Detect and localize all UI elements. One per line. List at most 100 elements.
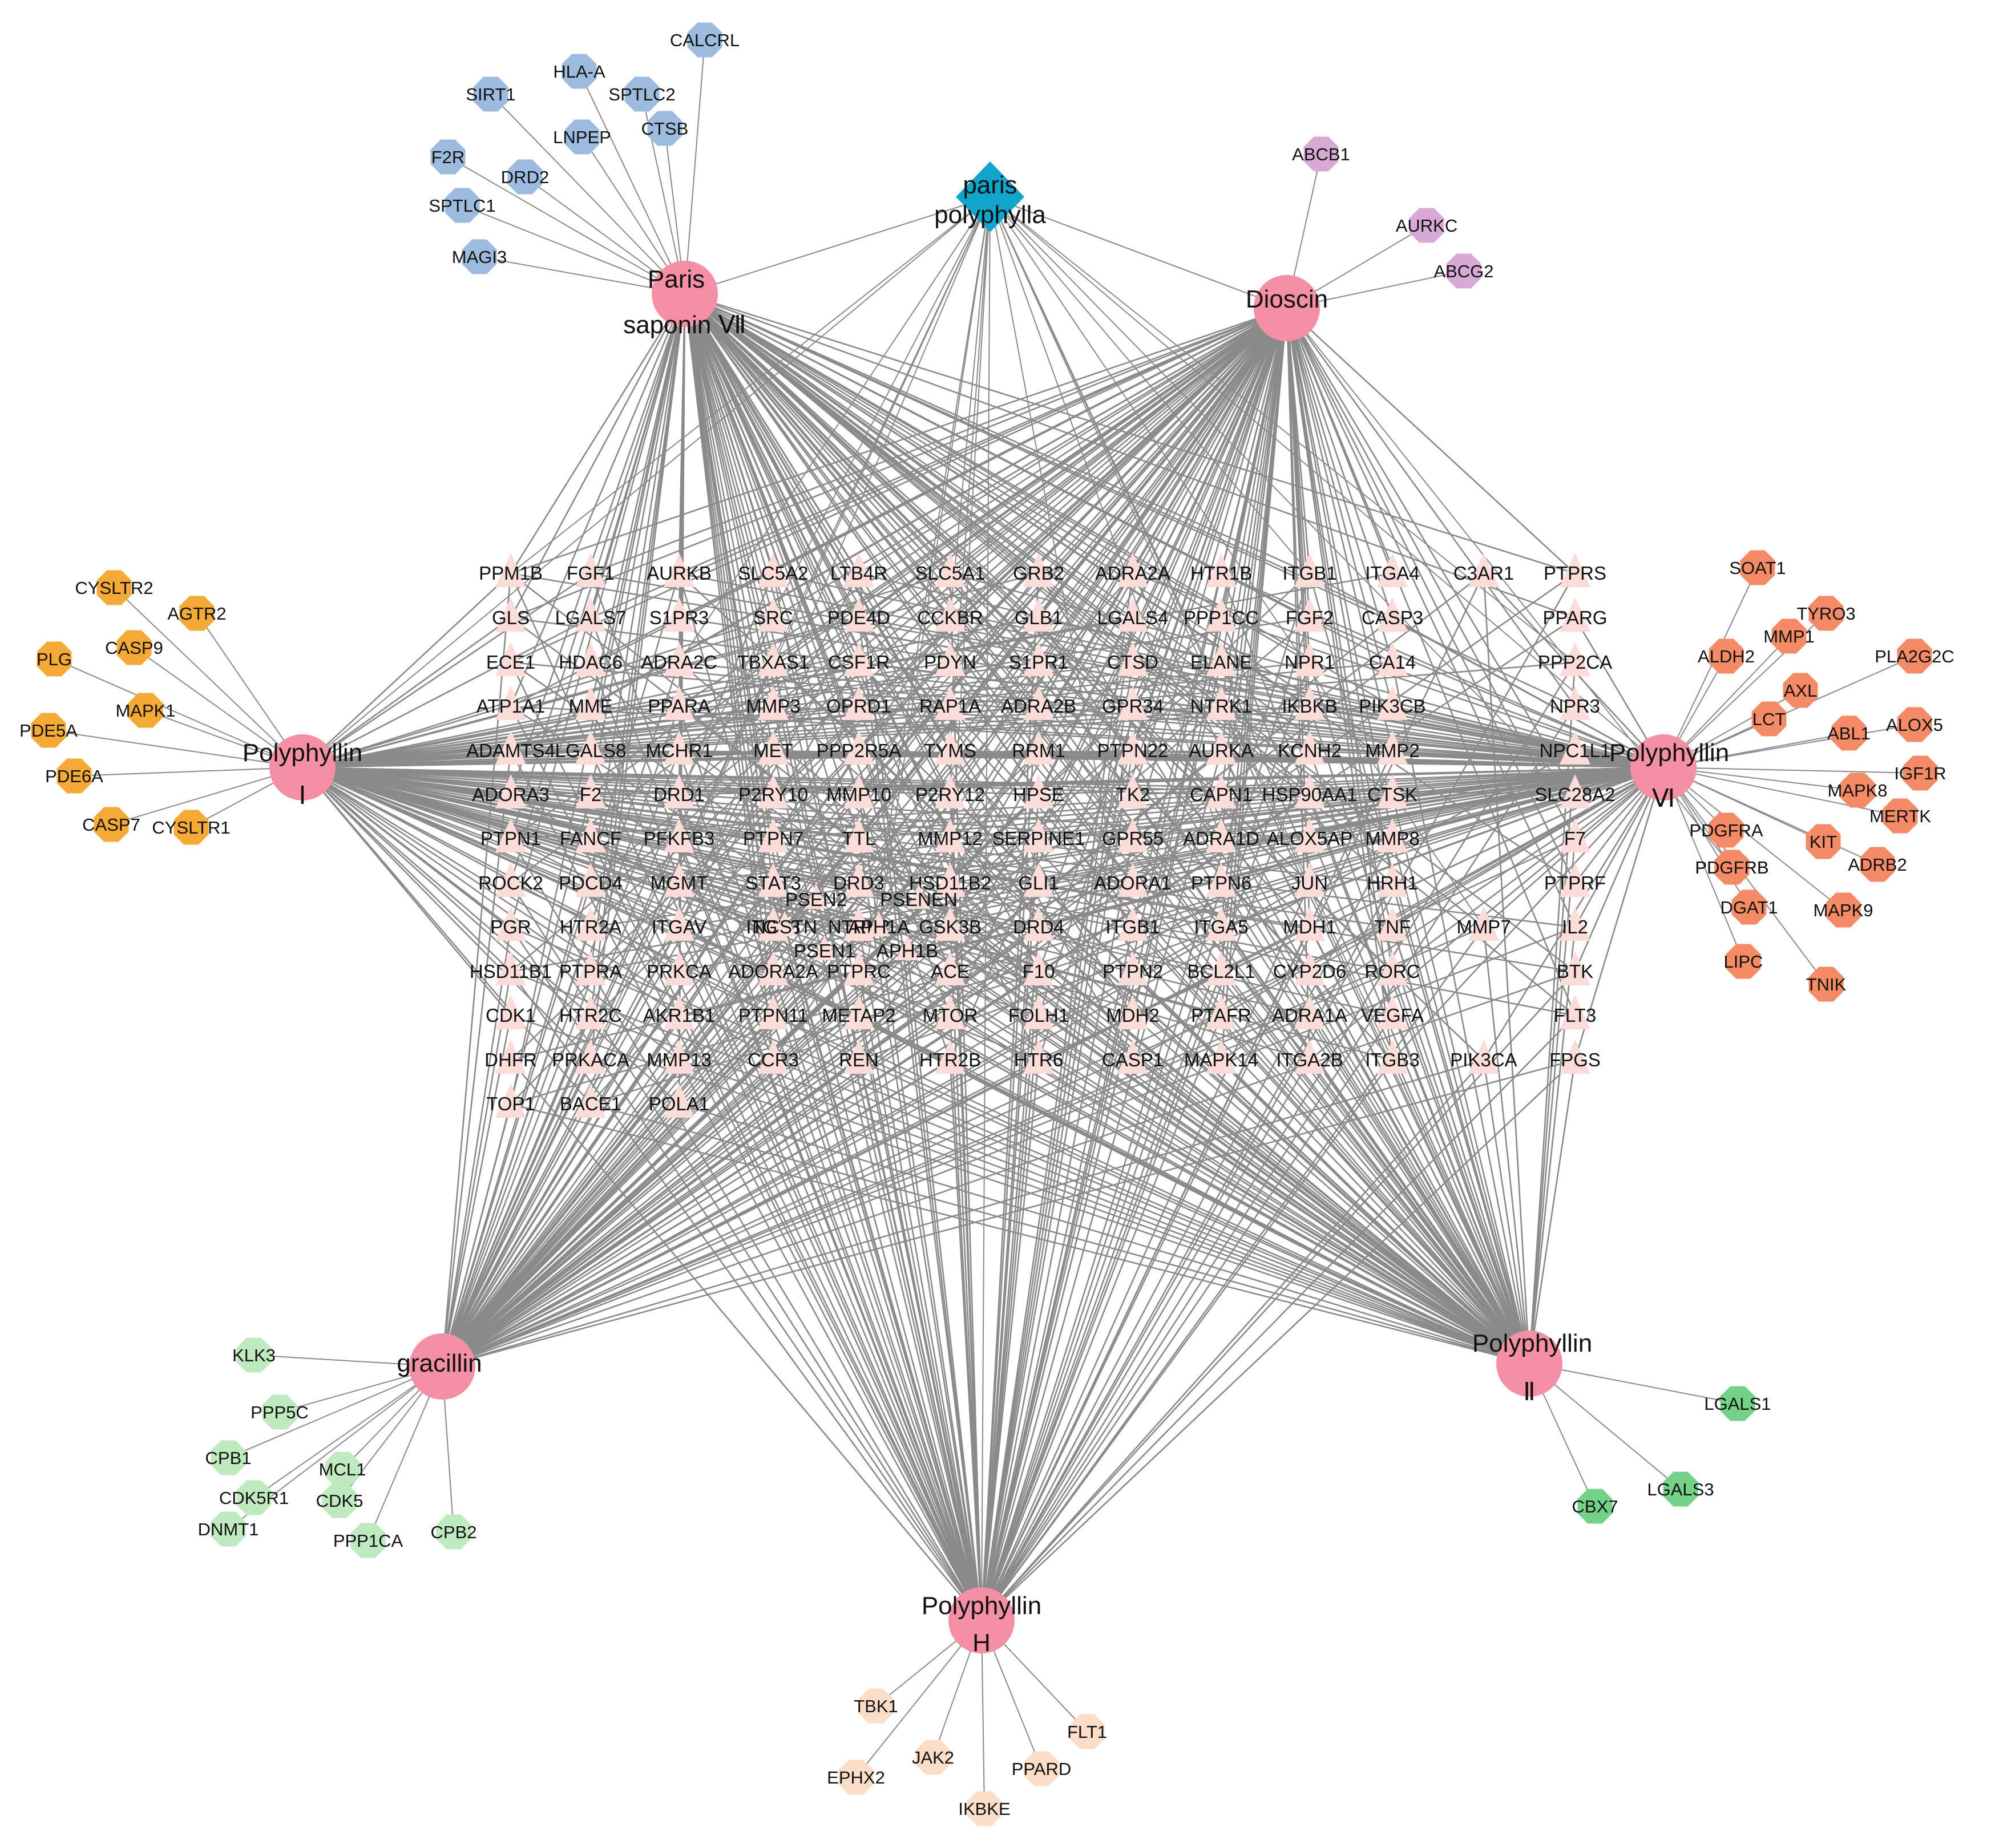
- target-node-rock2[interactable]: ROCK2: [478, 863, 543, 897]
- target-node-htr2a[interactable]: HTR2A: [560, 907, 621, 941]
- target-node-flt1[interactable]: FLT1: [1067, 1714, 1107, 1749]
- target-node-axl[interactable]: AXL: [1783, 673, 1818, 708]
- target-node-folh1[interactable]: FOLH1: [1008, 995, 1069, 1029]
- target-node-grb2[interactable]: GRB2: [1013, 553, 1064, 587]
- target-node-p2ry10[interactable]: P2RY10: [738, 774, 808, 808]
- target-node-ppard[interactable]: PPARD: [1012, 1751, 1072, 1786]
- target-node-il2[interactable]: IL2: [1560, 907, 1590, 941]
- target-node-flt3[interactable]: FLT3: [1554, 995, 1597, 1029]
- target-node-adamts4[interactable]: ADAMTS4: [466, 730, 555, 765]
- target-node-ptprs[interactable]: PTPRS: [1544, 553, 1606, 587]
- target-node-mapk1[interactable]: MAPK1: [115, 693, 176, 728]
- target-node-ptpn6[interactable]: PTPN6: [1191, 863, 1251, 897]
- target-node-c3ar1[interactable]: C3AR1: [1453, 553, 1514, 587]
- target-node-sptlc1[interactable]: SPTLC1: [429, 188, 496, 223]
- target-node-cysltr2[interactable]: CYSLTR2: [75, 570, 154, 605]
- target-node-fgf2[interactable]: FGF2: [1286, 597, 1334, 632]
- target-node-tnf[interactable]: TNF: [1374, 907, 1411, 941]
- target-node-ntrk1[interactable]: NTRK1: [1190, 686, 1252, 720]
- target-node-ppp2ca[interactable]: PPP2CA: [1538, 642, 1612, 676]
- target-node-ephx2[interactable]: EPHX2: [827, 1760, 885, 1795]
- target-node-bcl2l1[interactable]: BCL2L1: [1187, 951, 1255, 985]
- target-node-elane[interactable]: ELANE: [1190, 642, 1252, 676]
- target-node-htr1b[interactable]: HTR1B: [1190, 553, 1252, 587]
- target-node-ltb4r[interactable]: LTB4R: [830, 553, 887, 587]
- target-node-gsk3b[interactable]: GSK3B: [919, 907, 982, 941]
- target-node-psen2[interactable]: PSEN2: [785, 884, 847, 910]
- target-node-mdh1[interactable]: MDH1: [1283, 907, 1336, 941]
- target-node-metap2[interactable]: METAP2: [822, 995, 896, 1029]
- target-node-pgr[interactable]: PGR: [490, 907, 531, 941]
- target-node-fancf[interactable]: FANCF: [560, 818, 621, 852]
- target-node-hsd11b2[interactable]: HSD11B2: [909, 863, 991, 897]
- target-node-akr1b1[interactable]: AKR1B1: [643, 995, 716, 1029]
- target-node-cbx7[interactable]: CBX7: [1572, 1489, 1618, 1524]
- target-node-mapk9[interactable]: MAPK9: [1813, 892, 1873, 928]
- target-node-casp9[interactable]: CASP9: [105, 630, 163, 665]
- target-node-vegfa[interactable]: VEGFA: [1361, 995, 1424, 1029]
- target-node-src[interactable]: SRC: [753, 597, 793, 632]
- target-node-htr2b[interactable]: HTR2B: [919, 1040, 981, 1074]
- target-node-ppp5c[interactable]: PPP5C: [251, 1394, 309, 1430]
- target-node-rap1a[interactable]: RAP1A: [919, 686, 981, 720]
- target-node-aldh2[interactable]: ALDH2: [1698, 638, 1755, 674]
- target-node-met[interactable]: MET: [753, 730, 793, 765]
- target-node-ptpn11[interactable]: PTPN11: [738, 995, 808, 1029]
- target-node-plg[interactable]: PLG: [37, 641, 72, 677]
- target-node-pdcd4[interactable]: PDCD4: [559, 863, 623, 897]
- target-node-oprd1[interactable]: OPRD1: [826, 686, 891, 720]
- target-node-cdk1[interactable]: CDK1: [486, 995, 536, 1029]
- target-node-f2[interactable]: F2: [575, 774, 606, 808]
- target-node-itga4[interactable]: ITGA4: [1365, 553, 1420, 587]
- target-node-magi3[interactable]: MAGI3: [452, 239, 507, 274]
- target-node-aurkb[interactable]: AURKB: [647, 553, 712, 587]
- target-node-prkca[interactable]: PRKCA: [647, 951, 712, 985]
- target-node-hsp90aa1[interactable]: HSP90AA1: [1262, 774, 1358, 808]
- target-node-ctsk[interactable]: CTSK: [1367, 774, 1417, 808]
- target-node-ptprc[interactable]: PTPRC: [827, 951, 891, 985]
- target-node-cpb2[interactable]: CPB2: [431, 1514, 477, 1550]
- target-node-npr1[interactable]: NPR1: [1285, 642, 1335, 676]
- target-node-f10[interactable]: F10: [1023, 951, 1055, 985]
- target-node-gli1[interactable]: GLI1: [1018, 863, 1059, 897]
- target-node-aurkc[interactable]: AURKC: [1396, 208, 1458, 243]
- target-node-aph1b[interactable]: APH1B: [877, 935, 938, 961]
- target-node-ppp1cc[interactable]: PPP1CC: [1184, 597, 1259, 632]
- target-node-adora1[interactable]: ADORA1: [1094, 863, 1172, 897]
- target-node-dnmt1[interactable]: DNMT1: [198, 1511, 259, 1547]
- target-node-abl1[interactable]: ABL1: [1827, 715, 1871, 751]
- target-node-pik3ca[interactable]: PIK3CA: [1450, 1040, 1517, 1074]
- target-node-agtr2[interactable]: AGTR2: [167, 596, 227, 631]
- target-node-ptafr[interactable]: PTAFR: [1191, 995, 1251, 1029]
- target-node-ppp2r5a[interactable]: PPP2R5A: [817, 730, 902, 765]
- compound-node-gra[interactable]: gracillin: [397, 1333, 482, 1400]
- target-node-psenen[interactable]: PSENEN: [880, 884, 958, 910]
- target-node-hpse[interactable]: HPSE: [1013, 774, 1064, 808]
- target-node-ptpn22[interactable]: PTPN22: [1097, 730, 1169, 765]
- target-node-lgals4[interactable]: LGALS4: [1097, 597, 1169, 632]
- target-node-pde6a[interactable]: PDE6A: [45, 758, 103, 794]
- target-node-slc5a2[interactable]: SLC5A2: [738, 553, 809, 587]
- target-node-ece1[interactable]: ECE1: [486, 642, 535, 676]
- target-node-cpb1[interactable]: CPB1: [205, 1440, 252, 1475]
- target-node-pola1[interactable]: POLA1: [649, 1083, 709, 1118]
- target-node-mmp12[interactable]: MMP12: [918, 818, 983, 852]
- target-node-itgb1[interactable]: ITGB1: [1105, 907, 1160, 941]
- target-node-atp1a1[interactable]: ATP1A1: [476, 686, 545, 720]
- target-node-ptpn7[interactable]: PTPN7: [743, 818, 803, 852]
- target-node-alox5ap[interactable]: ALOX5AP: [1267, 818, 1352, 852]
- target-node-adora3[interactable]: ADORA3: [472, 774, 550, 808]
- target-node-lgals8[interactable]: LGALS8: [555, 730, 627, 765]
- target-node-hsd11b1[interactable]: HSD11B1: [470, 951, 552, 985]
- target-node-ca14[interactable]: CA14: [1369, 642, 1416, 676]
- target-node-itga2b[interactable]: ITGA2B: [1276, 1040, 1343, 1074]
- target-node-pde5a[interactable]: PDE5A: [19, 713, 78, 748]
- target-node-abcb1[interactable]: ABCB1: [1292, 136, 1350, 172]
- target-node-casp1[interactable]: CASP1: [1102, 1040, 1164, 1074]
- target-node-mapk8[interactable]: MAPK8: [1827, 773, 1888, 808]
- target-node-aurka[interactable]: AURKA: [1189, 730, 1254, 765]
- target-node-cdk5r1[interactable]: CDK5R1: [219, 1480, 289, 1515]
- target-node-f7[interactable]: F7: [1560, 818, 1590, 852]
- target-node-cdk5[interactable]: CDK5: [316, 1483, 364, 1518]
